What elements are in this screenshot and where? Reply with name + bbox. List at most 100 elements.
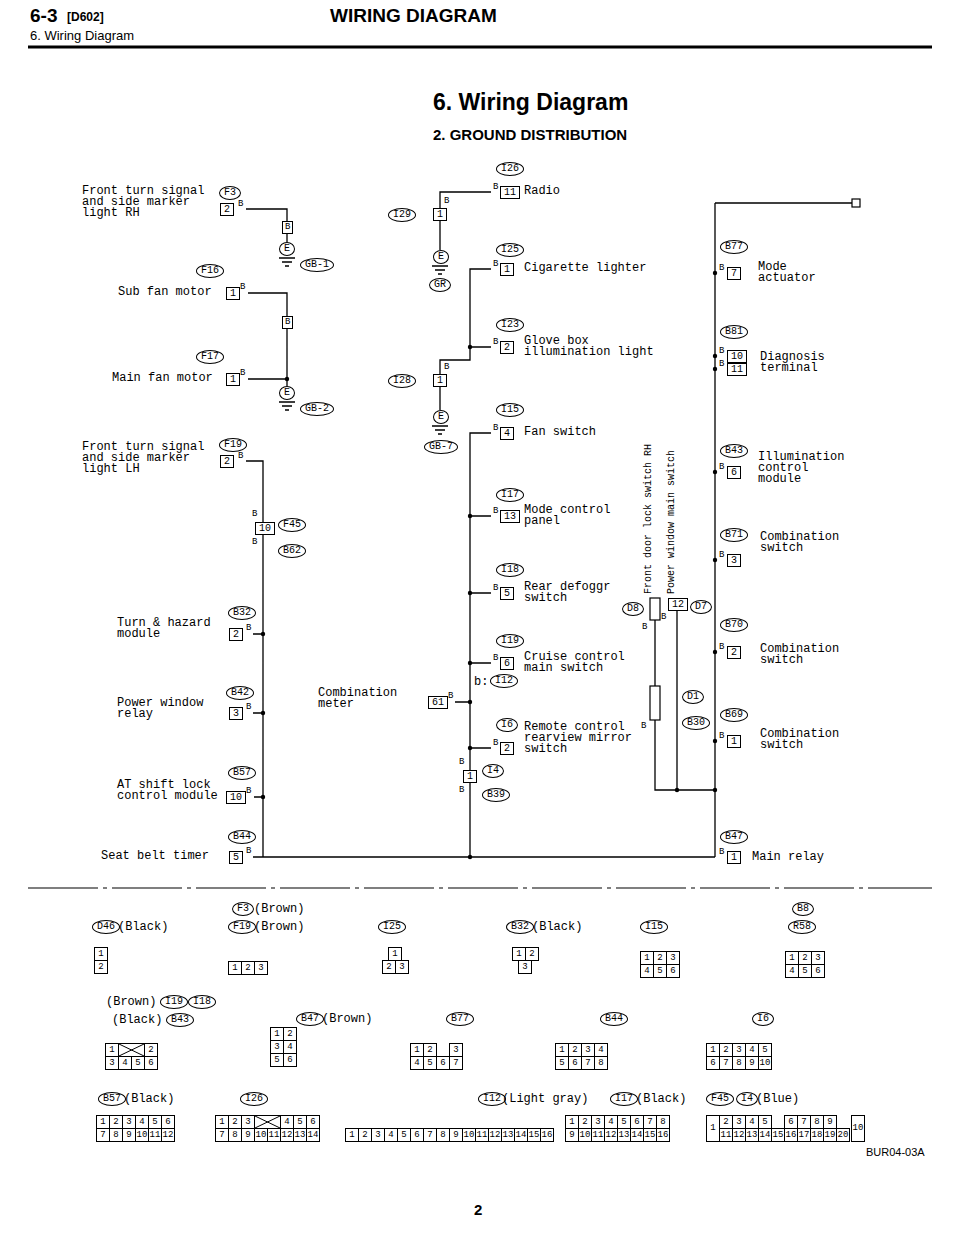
- pin-cell: 2: [798, 951, 812, 965]
- part-label: Combination switch: [760, 644, 850, 666]
- pin-number: 61: [428, 696, 448, 709]
- header-rule: [28, 46, 932, 49]
- wire-tag: B: [719, 551, 724, 560]
- wire-tag: B: [246, 703, 251, 712]
- connector-id: B47: [720, 830, 748, 844]
- pin-cell: 4: [384, 1128, 398, 1142]
- part-label: Main fan motor: [112, 373, 213, 384]
- pin-number: 2: [220, 203, 234, 216]
- wire-tag: B: [641, 722, 646, 731]
- pin-cell: 2: [283, 1027, 297, 1041]
- pin-cell: 3: [395, 960, 409, 974]
- pin-cell: 1: [94, 947, 108, 961]
- pin-cell: 1: [640, 951, 654, 965]
- pin-number: 2: [220, 455, 234, 468]
- pin-number: 13: [500, 510, 520, 523]
- junction-dot: [713, 739, 717, 743]
- wire-tag: B: [493, 338, 498, 347]
- pin-cell: 7: [96, 1128, 110, 1142]
- heading: WIRING DIAGRAM: [330, 6, 497, 27]
- part-label: (Black): [118, 922, 168, 933]
- connector-id: B43: [166, 1013, 194, 1027]
- pin-number: 5: [229, 851, 243, 864]
- junction-dots: [261, 271, 717, 859]
- connector-id: B57: [228, 766, 256, 780]
- pin-cell: 4: [594, 1043, 608, 1057]
- pin-cell: 1: [706, 1043, 720, 1057]
- pin-cell: 5: [131, 1056, 145, 1070]
- pin-cell: 5: [397, 1128, 411, 1142]
- connector-id: E: [279, 242, 295, 256]
- blank-cell: [118, 1043, 145, 1057]
- pin-cell: 4: [745, 1043, 759, 1057]
- pin-cell: 1: [270, 1027, 284, 1041]
- connector-id: B81: [720, 325, 748, 339]
- junction-dot: [261, 711, 265, 715]
- ground-wire: [246, 192, 852, 857]
- pin-cell: 6: [706, 1056, 720, 1070]
- pin-cell: 3: [591, 1115, 605, 1129]
- connector-id: B70: [720, 618, 748, 632]
- pin-cell: 2: [423, 1043, 437, 1057]
- pin-cell: 14: [306, 1128, 320, 1142]
- part-label: Mode actuator: [758, 262, 838, 284]
- wire-tag: B: [238, 452, 243, 461]
- pin-cell: 6: [161, 1115, 175, 1129]
- pin-number: 5: [500, 587, 514, 600]
- ground-symbol: [279, 258, 448, 434]
- pin-cell: 11: [267, 1128, 281, 1142]
- connector-id: GB-7: [424, 440, 458, 454]
- junction-dot: [713, 788, 717, 792]
- pin-cell: 4: [604, 1115, 618, 1129]
- pin-cell: 13: [293, 1128, 307, 1142]
- pin-cell: 7: [581, 1056, 595, 1070]
- pin-cell: 2: [719, 1115, 733, 1129]
- pin-cell: 2: [144, 1043, 158, 1057]
- pin-cell: 19: [823, 1128, 837, 1142]
- connector-id: E: [433, 250, 449, 264]
- pin-cell: 11: [475, 1128, 489, 1142]
- pin-cell: 9: [745, 1056, 759, 1070]
- pin-cell: 1: [96, 1115, 110, 1129]
- pin-cell: 10: [758, 1056, 772, 1070]
- junction-dot: [713, 367, 717, 371]
- connector-id: B77: [446, 1012, 474, 1026]
- connector-id: B57: [98, 1092, 126, 1106]
- part-label: Illumination control module: [758, 452, 854, 485]
- wire-tag: B: [238, 200, 243, 209]
- wire-tag: B: [719, 848, 724, 857]
- connector-id: I19: [496, 634, 524, 648]
- pin-cell: 9: [449, 1128, 463, 1142]
- pin-cell: 7: [449, 1056, 463, 1070]
- junction-dot: [261, 795, 265, 799]
- pin-cell: 15: [527, 1128, 541, 1142]
- wire-tag: B: [493, 260, 498, 269]
- pin-cell: 1: [345, 1128, 359, 1142]
- wire-tag: B: [642, 623, 647, 632]
- pin-cell: 3: [105, 1056, 119, 1070]
- connector-id: B39: [482, 788, 510, 802]
- connector-id: I12: [478, 1092, 506, 1106]
- part-label: Turn & hazard module: [117, 618, 225, 640]
- junction-dot: [713, 271, 717, 275]
- connector-id: I28: [388, 374, 416, 388]
- pin-cell: 3: [122, 1115, 136, 1129]
- part-label: Glove box illumination light: [524, 336, 664, 358]
- connector-id: I4: [482, 764, 504, 778]
- junction-dot: [713, 558, 717, 562]
- pin-cell: 13: [501, 1128, 515, 1142]
- pin-cell: 5: [555, 1056, 569, 1070]
- pin-cell: 1: [785, 951, 799, 965]
- wire-tag: B: [252, 510, 257, 519]
- wire-tag: B: [240, 369, 245, 378]
- pin-number: 2: [727, 646, 741, 659]
- pin-cell: 3: [241, 1115, 255, 1129]
- connector-body: [650, 598, 660, 620]
- wire-tag: B: [246, 624, 251, 633]
- pin-cell: 16: [784, 1128, 798, 1142]
- pin-cell: 7: [719, 1056, 733, 1070]
- pin-number: 1: [727, 735, 741, 748]
- pin-cell: 18: [810, 1128, 824, 1142]
- pin-cell: 16: [540, 1128, 554, 1142]
